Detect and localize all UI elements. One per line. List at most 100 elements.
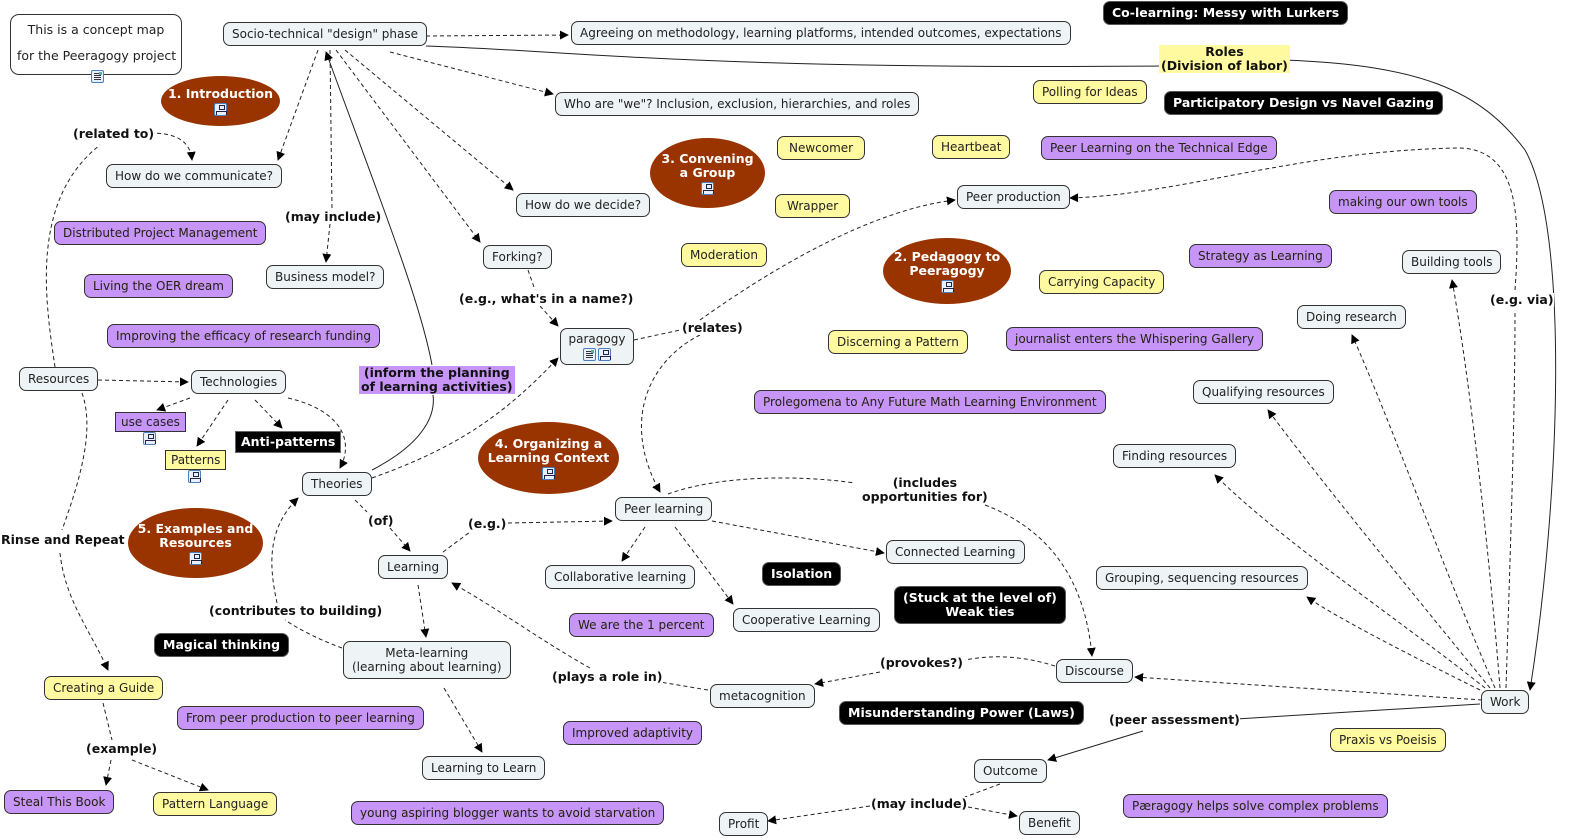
- node-cooperative-learning[interactable]: Cooperative Learning: [733, 608, 880, 632]
- node-discerning-a-pattern[interactable]: Discerning a Pattern: [828, 330, 968, 354]
- node-outcome[interactable]: Outcome: [974, 759, 1047, 783]
- node-meta-learning[interactable]: Meta-learning (learning about learning): [343, 641, 511, 679]
- link-label-peer-assessment: (peer assessment): [1109, 712, 1240, 727]
- node-discourse[interactable]: Discourse: [1056, 659, 1133, 683]
- node-collaborative-learning[interactable]: Collaborative learning: [545, 565, 696, 589]
- node-carrying-capacity[interactable]: Carrying Capacity: [1039, 270, 1165, 294]
- chapter-label-2: a Group: [679, 164, 736, 180]
- node-from-peer-production-to-peer-learning[interactable]: From peer production to peer learning: [177, 706, 424, 730]
- node-praxis-vs-poeisis[interactable]: Praxis vs Poeisis: [1330, 728, 1446, 752]
- chapter-pedagogy-to-peeragogy[interactable]: 2. Pedagogy to Peeragogy: [883, 238, 1011, 304]
- node-work[interactable]: Work: [1481, 690, 1530, 714]
- node-agreeing-on-methodology[interactable]: Agreeing on methodology, learning platfo…: [571, 21, 1071, 45]
- node-learning[interactable]: Learning: [378, 555, 449, 579]
- node-magical-thinking[interactable]: Magical thinking: [154, 633, 290, 657]
- node-building-tools[interactable]: Building tools: [1402, 250, 1502, 274]
- concept-map-note[interactable]: This is a concept map for the Peeragogy …: [10, 14, 182, 83]
- node-distributed-project-management[interactable]: Distributed Project Management: [54, 221, 267, 245]
- node-business-model[interactable]: Business model?: [266, 265, 385, 289]
- node-profit[interactable]: Profit: [719, 812, 769, 836]
- link-label-provokes: (provokes?): [880, 655, 964, 670]
- link-socio-business: [326, 49, 332, 262]
- node-participatory-design-vs-navel-gazing[interactable]: Participatory Design vs Navel Gazing: [1164, 91, 1443, 115]
- node-how-do-we-communicate[interactable]: How do we communicate?: [106, 164, 283, 188]
- node-moderation[interactable]: Moderation: [681, 243, 767, 267]
- label-line-1: Roles: [1205, 44, 1244, 59]
- node-young-aspiring-blogger[interactable]: young aspiring blogger wants to avoid st…: [351, 801, 665, 825]
- node-pattern-language[interactable]: Pattern Language: [153, 792, 278, 816]
- node-peer-production[interactable]: Peer production: [957, 185, 1070, 209]
- submap-icon[interactable]: [189, 551, 202, 565]
- link-label-may-include: (may include): [285, 209, 382, 224]
- link-socio-agreeing: [425, 30, 569, 40]
- node-steal-this-book[interactable]: Steal This Book: [4, 790, 115, 814]
- node-improving-efficacy-research-funding[interactable]: Improving the efficacy of research fundi…: [107, 324, 381, 348]
- node-metacognition[interactable]: metacognition: [710, 684, 815, 708]
- link-tech-theories: [287, 397, 348, 469]
- node-improved-adaptivity[interactable]: Improved adaptivity: [563, 721, 702, 745]
- submap-icon[interactable]: [542, 466, 555, 480]
- chapter-label-1: 2. Pedagogy to: [893, 248, 1001, 264]
- node-newcomer[interactable]: Newcomer: [777, 136, 866, 160]
- node-finding-resources[interactable]: Finding resources: [1113, 444, 1237, 468]
- link-work-building: [1449, 279, 1501, 689]
- node-paragogy[interactable]: paragogy: [560, 328, 634, 365]
- node-how-do-we-decide[interactable]: How do we decide?: [516, 193, 651, 217]
- node-peer-learning-technical-edge[interactable]: Peer Learning on the Technical Edge: [1041, 136, 1277, 160]
- node-anti-patterns[interactable]: Anti-patterns: [235, 431, 342, 453]
- node-paeragogy-helps-solve[interactable]: Pæragogy helps solve complex problems: [1123, 794, 1388, 818]
- submap-icon[interactable]: [143, 432, 156, 445]
- node-connected-learning[interactable]: Connected Learning: [886, 540, 1025, 564]
- node-heartbeat[interactable]: Heartbeat: [932, 135, 1011, 159]
- chapter-convening-a-group[interactable]: 3. Convening a Group: [650, 138, 765, 208]
- submap-icon[interactable]: [188, 470, 201, 483]
- link-label-contributes-to-building: (contributes to building): [209, 603, 383, 618]
- node-isolation[interactable]: Isolation: [762, 562, 842, 586]
- node-we-are-the-1-percent[interactable]: We are the 1 percent: [569, 613, 714, 637]
- note-line-1: This is a concept map: [27, 22, 165, 37]
- chapter-organizing-learning-context[interactable]: 4. Organizing a Learning Context: [478, 422, 619, 494]
- node-grouping-sequencing-resources[interactable]: Grouping, sequencing resources: [1096, 566, 1308, 590]
- link-relates-peer-learning: [640, 334, 701, 493]
- node-wrapper[interactable]: Wrapper: [775, 194, 851, 218]
- label-line-2: (Division of labor): [1161, 58, 1288, 73]
- node-polling-for-ideas[interactable]: Polling for Ideas: [1033, 80, 1147, 104]
- node-qualifying-resources[interactable]: Qualifying resources: [1193, 380, 1334, 404]
- node-patterns[interactable]: Patterns: [165, 450, 227, 470]
- document-icon[interactable]: [583, 348, 596, 361]
- link-includes-discourse: [984, 504, 1096, 657]
- node-theories[interactable]: Theories: [302, 472, 372, 496]
- chapter-examples-and-resources[interactable]: 5. Examples and Resources: [128, 508, 263, 578]
- node-prolegomena[interactable]: Prolegomena to Any Future Math Learning …: [754, 390, 1106, 414]
- link-label-related-to: (related to): [73, 126, 155, 141]
- node-making-our-own-tools[interactable]: making our own tools: [1329, 190, 1477, 214]
- node-label-1: (Stuck at the level of): [903, 590, 1057, 605]
- link-label-eg: (e.g.): [468, 516, 507, 531]
- node-benefit[interactable]: Benefit: [1019, 811, 1080, 835]
- node-creating-a-guide[interactable]: Creating a Guide: [44, 676, 164, 700]
- submap-icon[interactable]: [701, 181, 714, 195]
- node-learning-to-learn[interactable]: Learning to Learn: [422, 756, 546, 780]
- link-theories-paragogy: [371, 357, 559, 479]
- node-resources[interactable]: Resources: [19, 367, 99, 391]
- label-line-1: (includes: [892, 475, 958, 490]
- node-who-are-we[interactable]: Who are "we"? Inclusion, exclusion, hier…: [555, 92, 920, 116]
- node-technologies[interactable]: Technologies: [191, 370, 287, 394]
- node-use-cases[interactable]: use cases: [115, 412, 186, 432]
- node-doing-research[interactable]: Doing research: [1297, 305, 1406, 329]
- link-provokes-metacog: [814, 671, 881, 687]
- submap-icon[interactable]: [940, 279, 954, 293]
- node-weak-ties[interactable]: (Stuck at the level of) Weak ties: [894, 586, 1066, 624]
- node-socio-technical-design-phase[interactable]: Socio-technical "design" phase: [223, 22, 427, 46]
- node-forking[interactable]: Forking?: [483, 245, 552, 269]
- node-misunderstanding-power-laws[interactable]: Misunderstanding Power (Laws): [839, 701, 1084, 725]
- node-living-the-oer-dream[interactable]: Living the OER dream: [84, 274, 233, 298]
- node-peer-learning[interactable]: Peer learning: [615, 497, 713, 521]
- node-strategy-as-learning[interactable]: Strategy as Learning: [1189, 244, 1332, 268]
- chapter-introduction[interactable]: 1. Introduction: [161, 76, 280, 126]
- node-journalist-whispering-gallery[interactable]: journalist enters the Whispering Gallery: [1006, 327, 1264, 351]
- submap-icon[interactable]: [598, 348, 611, 361]
- document-icon[interactable]: [91, 70, 104, 83]
- node-co-learning-messy-with-lurkers[interactable]: Co-learning: Messy with Lurkers: [1103, 1, 1349, 25]
- submap-icon[interactable]: [214, 102, 227, 116]
